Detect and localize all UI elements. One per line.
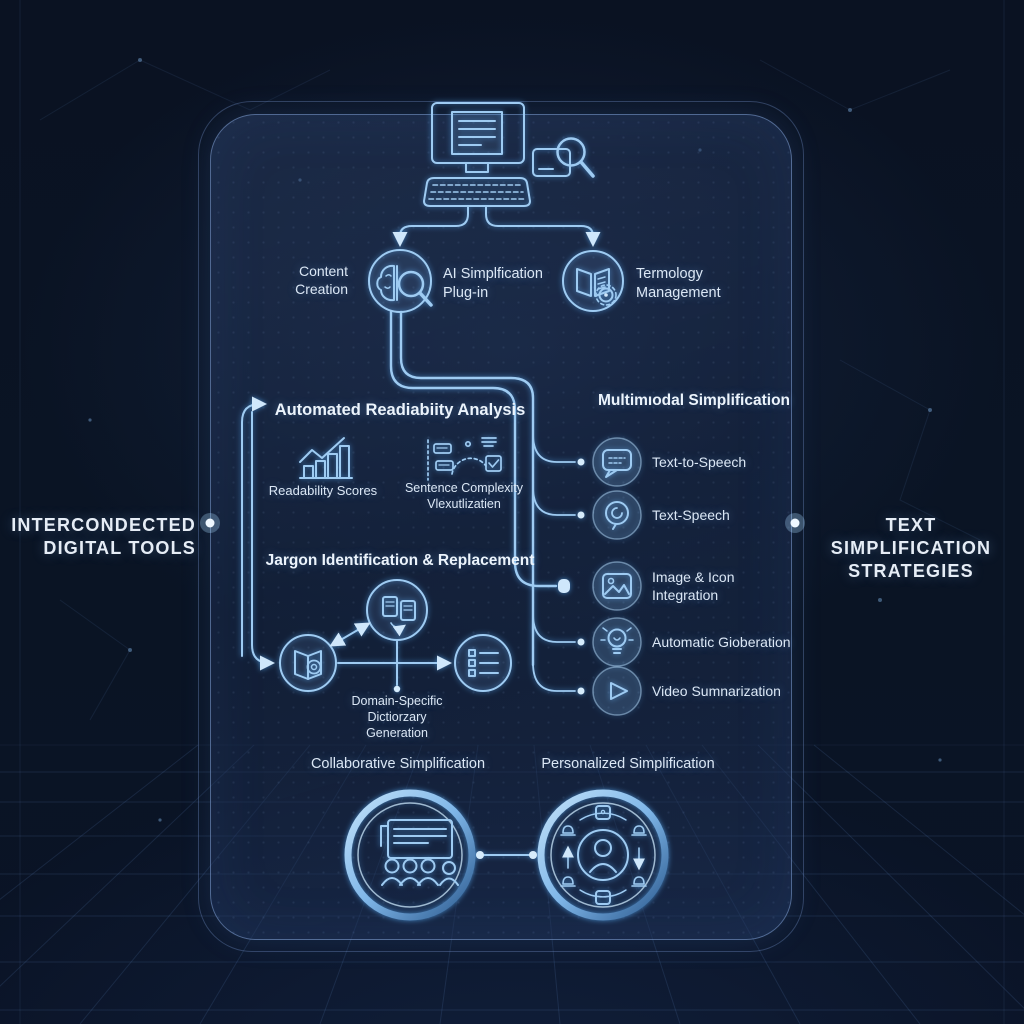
personalized-heading: Personalized Simplification: [541, 756, 715, 772]
branch-connectors: [392, 205, 601, 247]
user-network-icon: [560, 805, 647, 905]
jargon-cluster: [279, 579, 512, 693]
branch-dots: [577, 458, 585, 695]
panel-outer-border: [198, 101, 804, 952]
holo-panel: [210, 114, 792, 940]
ai-plugin-label: AI Simplfication Plug-in: [443, 266, 543, 301]
multimodal-branches: [532, 433, 576, 692]
multimodal-icon-circles: [592, 437, 642, 716]
data-pipe: [389, 310, 558, 667]
left-side-title-line2: DIGITAL TOOLS: [43, 538, 196, 559]
readability-heading: Automated Readiabiity Analysis: [274, 401, 526, 419]
lightbulb-icon: [592, 617, 642, 667]
team-presentation-icon: [380, 819, 459, 886]
image-icon: [592, 561, 642, 611]
book-gear-icon: [562, 250, 624, 312]
checklist-icon: [454, 634, 512, 692]
document-compare-icon: [366, 579, 428, 641]
list-item-label-globeration: Automatic Gioberation: [652, 634, 791, 650]
book-at-icon: [279, 634, 337, 692]
terminology-label: Termology Management: [636, 266, 721, 301]
play-icon: [592, 666, 642, 716]
list-item-label-video: Video Sumnarization: [652, 683, 781, 699]
right-side-title: TEXT SIMPLIFICATION STRATEGIES: [808, 514, 1014, 583]
document-search-icon: [532, 137, 595, 178]
collaborative-node: [344, 789, 476, 921]
multimodal-heading: Multimıodal Simplification: [597, 392, 791, 409]
pipe-terminal-capsule: [558, 579, 570, 593]
node-connector: [476, 851, 537, 859]
constellation-lines: [19, 0, 1005, 1024]
bar-chart-icon: [299, 437, 353, 479]
feedback-loop: [241, 396, 275, 671]
brain-magnifier-icon: [368, 249, 433, 313]
right-side-title-line2: STRATEGIES: [848, 561, 974, 582]
speech-bubble-icon: [592, 437, 642, 487]
sentence-complexity-icon: [427, 437, 502, 481]
domain-dictionary-caption: Domain-Specific Dictiorzary Generation: [351, 694, 443, 740]
right-side-title-line1: TEXT SIMPLIFICATION: [830, 515, 992, 559]
content-creation-label: Content Creation: [295, 263, 348, 297]
list-item-label-image-icon: Image & Icon Integration: [652, 569, 735, 603]
sentence-complexity-label: Sentence Complexity Vlexutlizatien: [404, 481, 524, 511]
bidirectional-arrow: [329, 622, 371, 647]
personalized-node: [537, 789, 669, 921]
list-item-label-tts: Text-to-Speech: [652, 454, 747, 470]
jargon-heading: Jargon Identification & Replacement: [265, 552, 535, 569]
computer-workstation-icon: [423, 102, 531, 207]
left-side-title: INTERCONDECTED DIGITAL TOOLS: [6, 514, 196, 560]
list-item-label-text-speech: Text-Speech: [652, 507, 730, 523]
collaborative-heading: Collaborative Simplification: [310, 756, 486, 772]
voice-spiral-icon: [592, 490, 642, 540]
left-side-title-line1: INTERCONDECTED: [11, 515, 196, 535]
edge-glow-dots: [200, 513, 805, 533]
readability-scores-label: Readability Scores: [268, 483, 378, 498]
